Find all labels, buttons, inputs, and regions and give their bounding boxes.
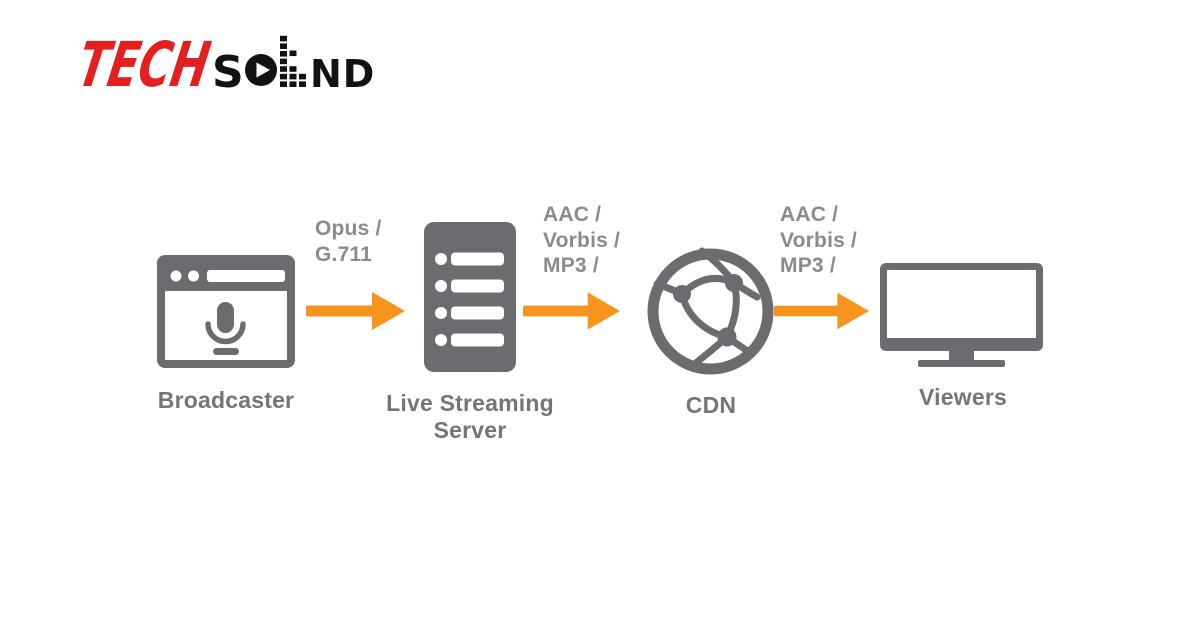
node-label-viewers: Viewers <box>919 384 1007 410</box>
tv-stand-neck <box>949 348 974 361</box>
codec-line: G.711 <box>315 242 373 266</box>
logo-text-red: TECH <box>73 28 216 100</box>
browser-microphone-icon <box>157 255 295 368</box>
server-slot <box>435 333 504 347</box>
codec-label-opus-g711: Opus / G.711 <box>315 216 382 267</box>
server-rack-icon <box>424 222 516 372</box>
codec-line: AAC / <box>780 203 839 226</box>
codec-line: Vorbis / <box>543 228 621 252</box>
tv-monitor-icon <box>880 263 1043 367</box>
arrow-right-icon <box>306 292 405 330</box>
server-slot <box>435 252 504 266</box>
brand-logo: TECH S ND <box>73 28 375 100</box>
logo-text-s: S <box>212 47 244 98</box>
node-label-live-streaming-server: Live Streaming Server <box>370 390 570 444</box>
codec-line: Opus / <box>315 217 382 240</box>
network-node <box>673 285 691 303</box>
microphone-icon <box>205 302 246 355</box>
node-label-line: Server <box>433 417 507 443</box>
codec-line: AAC / <box>543 203 602 226</box>
network-node <box>725 274 743 292</box>
tv-stand-base <box>918 360 1005 367</box>
codec-line: Vorbis / <box>780 228 858 252</box>
globe-network-icon <box>647 247 774 375</box>
codec-line: MP3 / <box>543 254 599 277</box>
arrow-right-icon <box>774 292 870 330</box>
node-label-broadcaster: Broadcaster <box>157 387 295 413</box>
brand-wordmark-red: TECH <box>73 28 216 100</box>
codec-line: MP3 / <box>780 254 836 277</box>
browser-dot-icon <box>188 270 199 282</box>
node-label-cdn: CDN <box>685 392 737 418</box>
arrow-right-icon <box>523 292 621 330</box>
logo-text-nd: ND <box>310 52 375 96</box>
play-icon <box>245 54 277 86</box>
browser-address-bar <box>207 270 285 282</box>
codec-label-aac-vorbis-mp3: AAC / Vorbis / MP3 / <box>780 202 857 279</box>
node-label-line: Live Streaming <box>386 390 554 416</box>
server-slot <box>435 279 504 293</box>
equalizer-bars-icon <box>280 35 306 87</box>
browser-dot-icon <box>170 270 182 282</box>
server-slot <box>435 306 504 320</box>
network-node <box>717 327 737 347</box>
codec-label-aac-vorbis-mp3: AAC / Vorbis / MP3 / <box>543 202 620 279</box>
